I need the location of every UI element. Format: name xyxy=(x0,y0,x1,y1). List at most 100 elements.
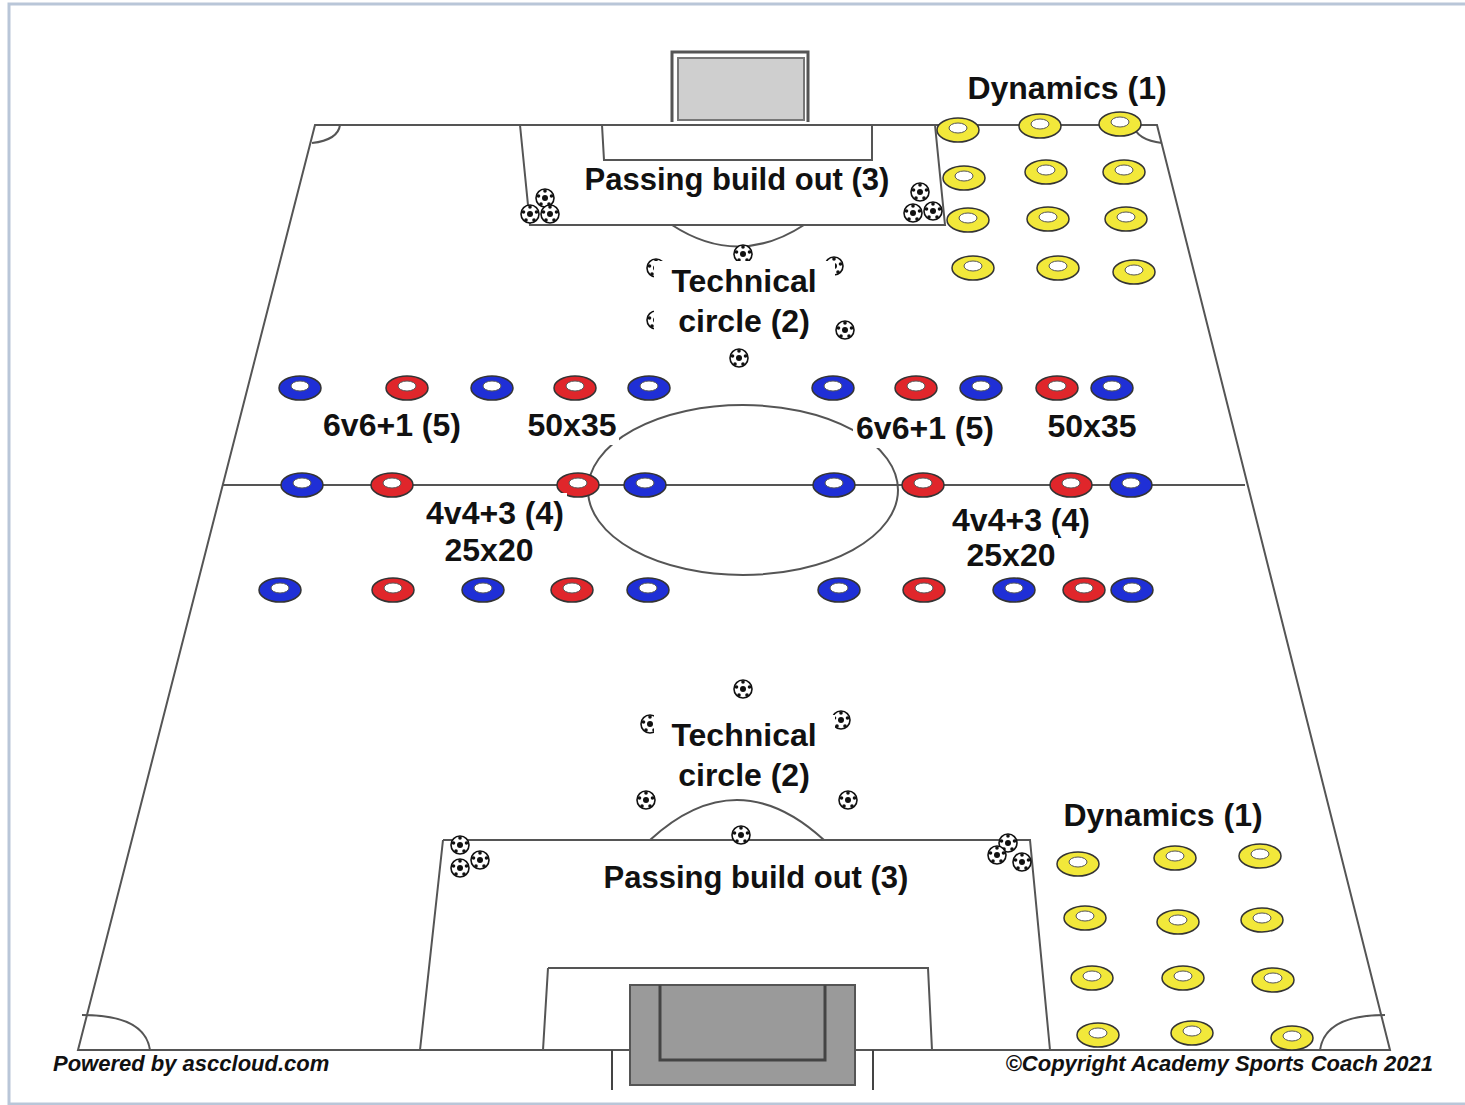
ball-patch xyxy=(741,245,745,249)
ball-patch xyxy=(1014,858,1018,862)
cone-top xyxy=(1069,857,1087,867)
ball-shell xyxy=(836,321,854,339)
goal-net xyxy=(630,985,855,1085)
cone-base xyxy=(1071,966,1113,990)
ball-patch xyxy=(745,693,749,697)
ball xyxy=(451,836,469,854)
cone xyxy=(902,473,944,497)
ball-patch xyxy=(485,856,489,860)
ball-patch xyxy=(1013,839,1017,843)
pitch-lines xyxy=(78,125,1390,1050)
ball-patch xyxy=(838,717,844,723)
ball-patch xyxy=(739,826,743,830)
cone xyxy=(818,578,860,602)
ball-patch xyxy=(522,210,526,214)
cone-top xyxy=(1075,583,1093,593)
cone xyxy=(1111,578,1153,602)
cone xyxy=(624,473,666,497)
cone xyxy=(1064,906,1106,930)
cone-base xyxy=(1110,473,1152,497)
ball-patch xyxy=(648,804,652,808)
cone xyxy=(1027,207,1069,231)
cone-top xyxy=(964,261,982,271)
ball-patch xyxy=(850,326,854,330)
ball-patch xyxy=(452,841,456,845)
cone-base xyxy=(947,208,989,232)
ball-patch xyxy=(465,864,469,868)
ball-patch xyxy=(543,189,547,193)
ball xyxy=(988,846,1006,864)
cone-base xyxy=(1077,1023,1119,1047)
cone-base xyxy=(1091,376,1133,400)
ball-patch xyxy=(474,864,478,868)
cone-top xyxy=(291,381,309,391)
cone-base xyxy=(281,473,323,497)
cone-top xyxy=(1076,911,1094,921)
ball xyxy=(471,851,489,869)
ball-patch xyxy=(537,194,541,198)
cone-base xyxy=(1037,256,1079,280)
ball-patch xyxy=(743,839,747,843)
ball-patch xyxy=(644,728,648,732)
ball-patch xyxy=(462,849,466,853)
cone xyxy=(372,578,414,602)
cone xyxy=(1037,256,1079,280)
cone-base xyxy=(1241,908,1283,932)
cone xyxy=(903,578,945,602)
cone-top xyxy=(949,123,967,133)
ball xyxy=(911,183,929,201)
ball xyxy=(839,791,857,809)
cone-top xyxy=(959,213,977,223)
ball-patch xyxy=(1024,866,1028,870)
cone-top xyxy=(1039,212,1057,222)
ball-patch xyxy=(915,217,919,221)
cone-base xyxy=(993,578,1035,602)
cone-top xyxy=(474,583,492,593)
ball-patch xyxy=(907,217,911,221)
copyright: ©Copyright Academy Sports Coach 2021 xyxy=(1003,1050,1436,1078)
ball xyxy=(730,349,748,367)
cone-top xyxy=(569,478,587,488)
ball-patch xyxy=(914,196,918,200)
cone-base xyxy=(1271,1026,1313,1050)
cone xyxy=(1157,910,1199,934)
cone xyxy=(1154,846,1196,870)
cone-top xyxy=(398,381,416,391)
ball-patch xyxy=(1027,858,1031,862)
ball-shell xyxy=(988,846,1006,864)
ball-patch xyxy=(1005,840,1011,846)
cone-top xyxy=(1115,165,1133,175)
cone-base xyxy=(1057,852,1099,876)
ball-shell xyxy=(904,204,922,222)
cone-base xyxy=(1064,906,1106,930)
ball-patch xyxy=(452,864,456,868)
ball-patch xyxy=(918,183,922,187)
cone xyxy=(1113,260,1155,284)
ball-patch xyxy=(552,218,556,222)
station-title: Technical circle (2) xyxy=(654,261,835,341)
cone-top xyxy=(1062,478,1080,488)
cone xyxy=(1050,473,1092,497)
cone-base xyxy=(554,376,596,400)
ball-patch xyxy=(555,210,559,214)
cone-top xyxy=(1111,117,1129,127)
ball-shell xyxy=(730,349,748,367)
cone xyxy=(960,376,1002,400)
ball-patch xyxy=(532,218,536,222)
cone-top xyxy=(1253,913,1271,923)
ball-patch xyxy=(1006,834,1010,838)
cone-base xyxy=(818,578,860,602)
ball-patch xyxy=(740,251,746,257)
cone-base xyxy=(628,376,670,400)
ball-patch xyxy=(748,250,752,254)
cones xyxy=(259,112,1313,1050)
cone xyxy=(895,376,937,400)
ball-patch xyxy=(735,685,739,689)
cone-top xyxy=(1251,849,1269,859)
cone xyxy=(627,578,669,602)
cone xyxy=(993,578,1035,602)
ball-patch xyxy=(736,355,742,361)
ball-shell xyxy=(911,183,929,201)
cone-base xyxy=(1099,112,1141,136)
goal-post xyxy=(612,1050,873,1090)
